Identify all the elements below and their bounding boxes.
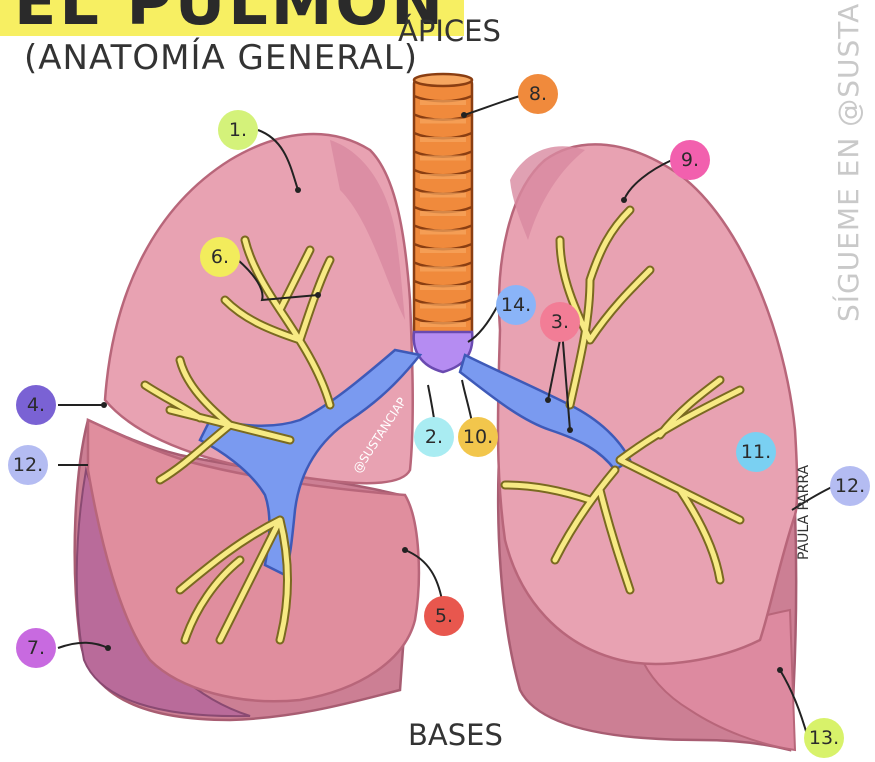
side-credit: SÍGUEME EN @SUSTANC bbox=[832, 0, 865, 322]
trachea-ring-highlight bbox=[420, 230, 466, 235]
apex-label: ÁPICES bbox=[398, 14, 501, 48]
marker-12-right: 12. bbox=[8, 445, 48, 485]
trachea-ring-highlight bbox=[420, 137, 466, 142]
trachea-ring-highlight bbox=[420, 193, 466, 198]
trachea-ring-highlight bbox=[420, 119, 466, 124]
marker-12-left: 12. bbox=[830, 466, 870, 506]
trachea-ring-highlight bbox=[420, 248, 466, 253]
marker-1: 1. bbox=[218, 110, 258, 150]
trachea-ring-highlight bbox=[420, 322, 466, 327]
marker-2: 2. bbox=[414, 417, 454, 457]
author-signature: PAULA PARRA bbox=[796, 465, 812, 560]
marker-9: 9. bbox=[670, 140, 710, 180]
marker-7: 7. bbox=[16, 628, 56, 668]
marker-5: 5. bbox=[424, 596, 464, 636]
marker-10: 10. bbox=[458, 417, 498, 457]
trachea-ring-highlight bbox=[420, 174, 466, 179]
marker-13: 13. bbox=[804, 718, 844, 758]
marker-14: 14. bbox=[496, 285, 536, 325]
page-subtitle: (ANATOMÍA GENERAL) bbox=[24, 38, 418, 78]
marker-3: 3. bbox=[540, 302, 580, 342]
marker-6: 6. bbox=[200, 237, 240, 277]
page-title: EL PULMÓN bbox=[0, 0, 464, 36]
base-label: BASES bbox=[408, 718, 503, 752]
trachea-ring-highlight bbox=[420, 285, 466, 290]
trachea-ring-highlight bbox=[420, 100, 466, 105]
trachea-ring-highlight bbox=[420, 211, 466, 216]
marker-4: 4. bbox=[16, 385, 56, 425]
trachea-ring-highlight bbox=[420, 267, 466, 272]
marker-11: 11. bbox=[736, 432, 776, 472]
trachea-ring-highlight bbox=[420, 304, 466, 309]
trachea-ring-highlight bbox=[420, 156, 466, 161]
marker-8: 8. bbox=[518, 74, 558, 114]
